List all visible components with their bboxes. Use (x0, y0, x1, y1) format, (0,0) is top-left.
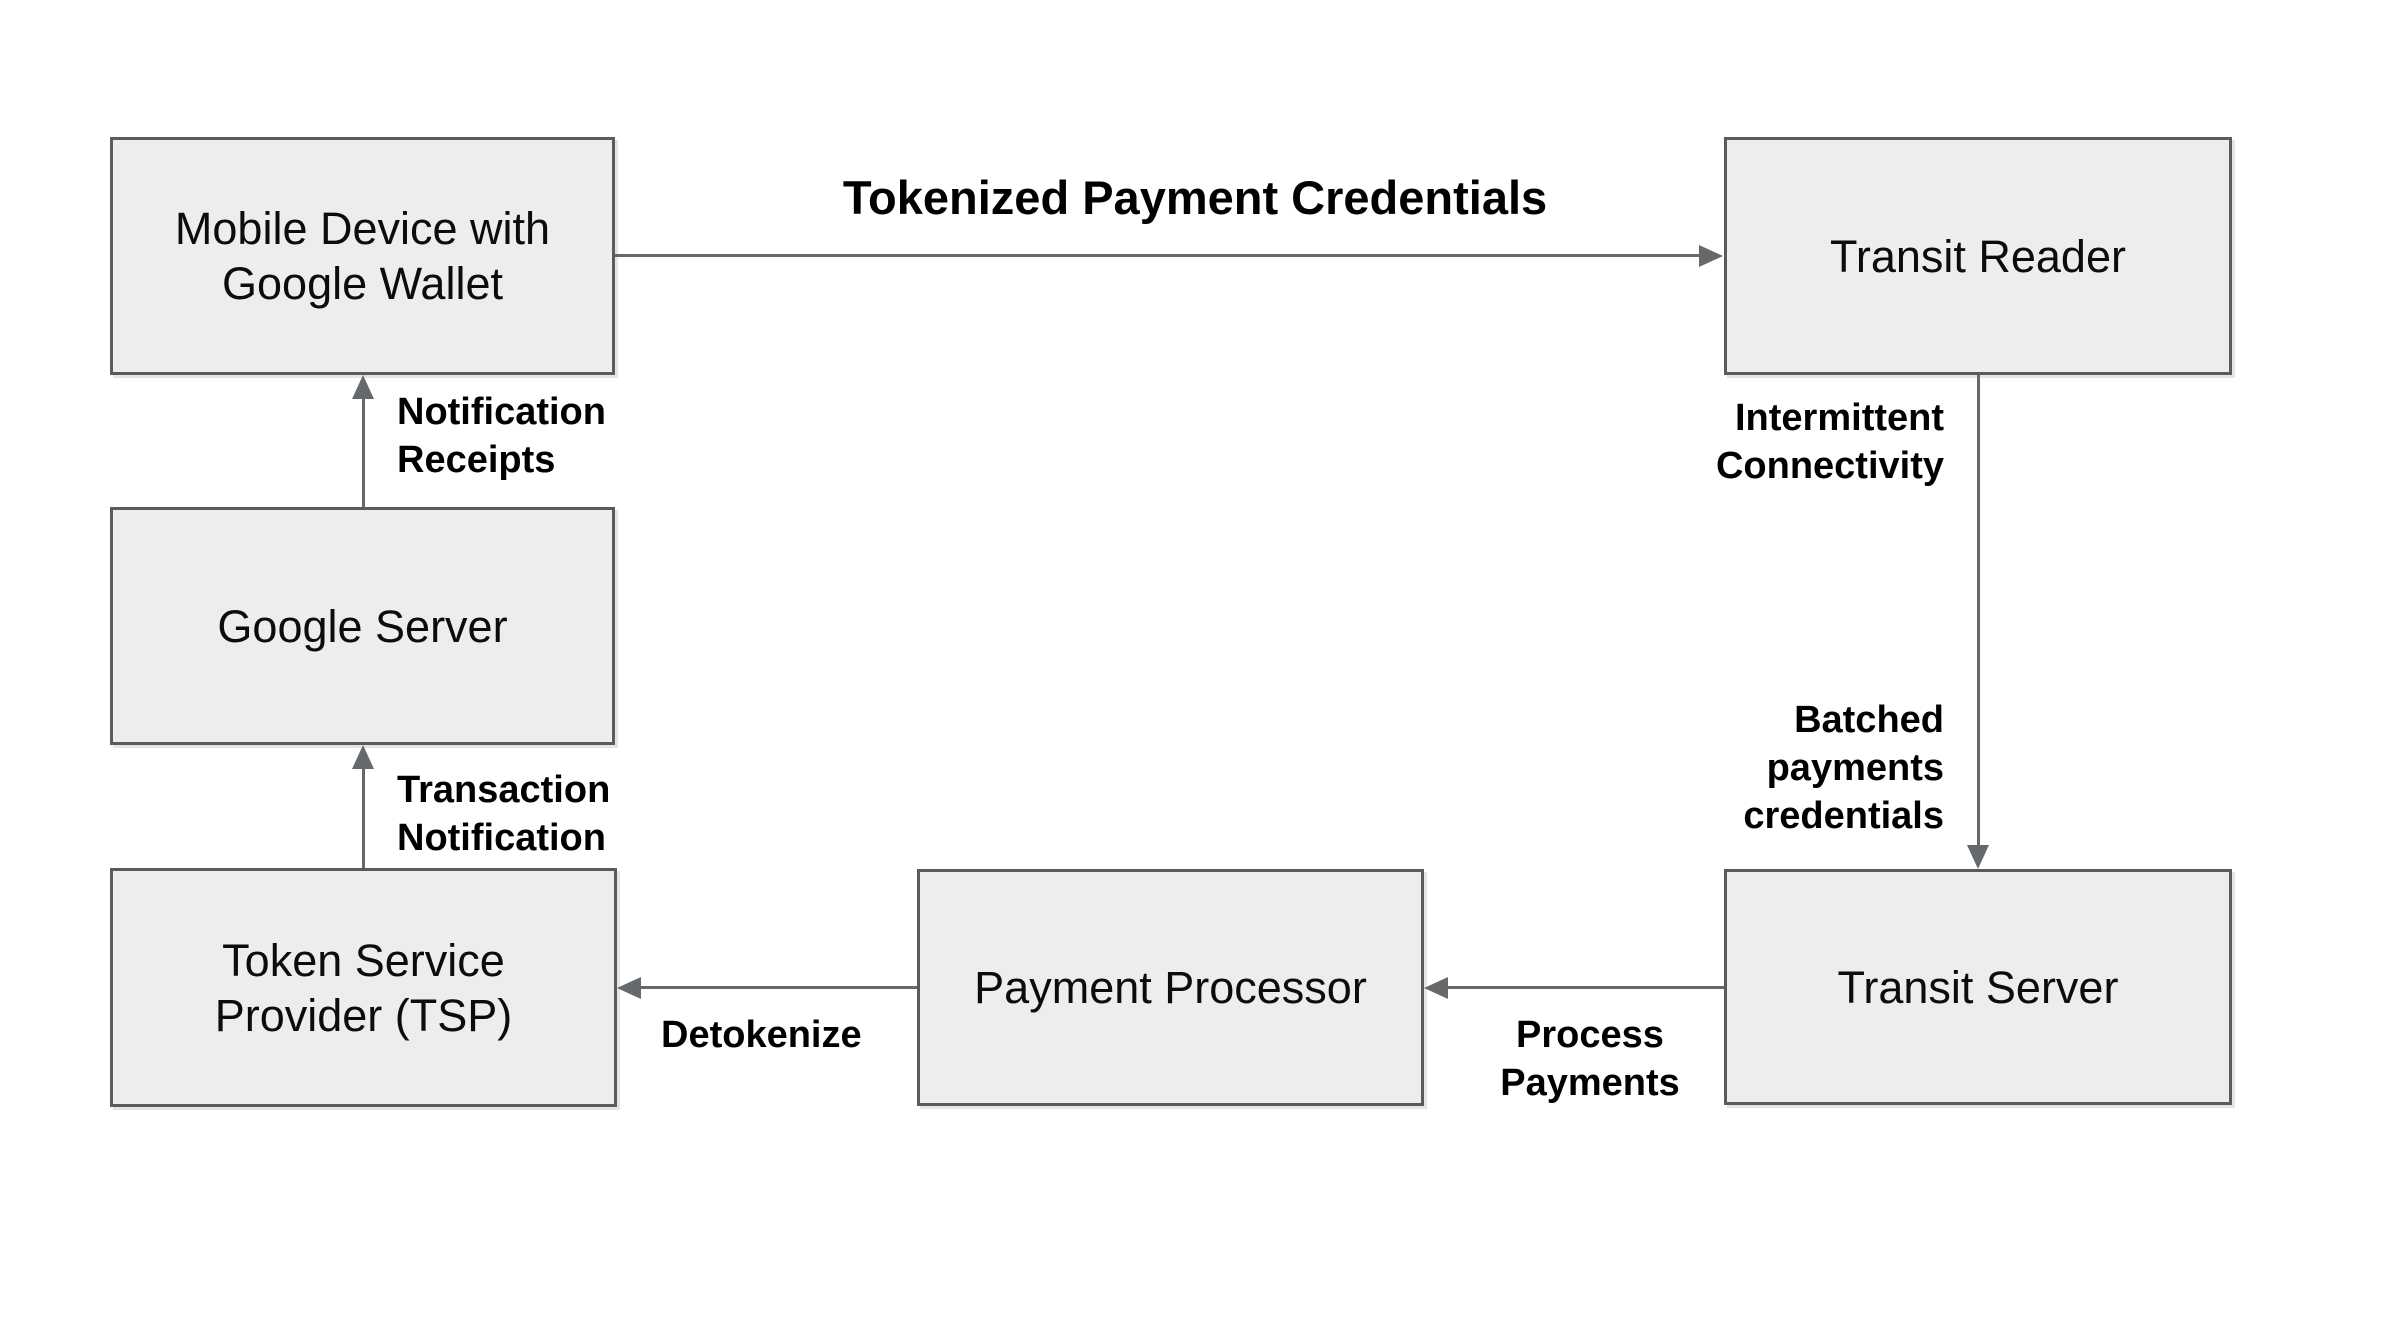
notification-receipts-arrow-line (362, 398, 365, 507)
node-label-line: Google Wallet (222, 258, 503, 309)
edge-label-line: Intermittent (1735, 397, 1944, 439)
node-label-line: Mobile Device with (174, 203, 551, 254)
arrowhead-right-icon (1699, 245, 1723, 267)
edge-label-line: Batched (1794, 699, 1944, 741)
arrowhead-down-icon (1967, 845, 1989, 869)
edge-label-line: Process (1516, 1014, 1664, 1056)
node-label-line: Token Service (222, 934, 505, 986)
edge-label-line: Payments (1500, 1062, 1680, 1104)
edge-label-line: credentials (1743, 795, 1944, 837)
edge-label-line: Notification (397, 391, 606, 433)
arrowhead-left-icon (1424, 977, 1448, 999)
arrowhead-left-icon (617, 977, 641, 999)
detokenize-arrow-line (640, 986, 917, 989)
edge-label-line: Receipts (397, 439, 556, 481)
node-token-service-provider: Token Service Provider (TSP) (110, 868, 617, 1107)
edge-label-batched-payments-credentials: Batched payments credentials (1594, 696, 1944, 840)
edge-label-line: Transaction (397, 769, 611, 811)
edge-label-process-payments: Process Payments (1445, 1011, 1735, 1107)
transaction-notification-arrow-line (362, 768, 365, 868)
edge-label-tokenized-payment-credentials: Tokenized Payment Credentials (842, 171, 1548, 224)
node-google-server: Google Server (110, 507, 615, 745)
edge-label-line: Connectivity (1715, 445, 1944, 487)
node-mobile-device-google-wallet: Mobile Device with Google Wallet (110, 137, 615, 375)
node-payment-processor: Payment Processor (917, 869, 1424, 1106)
arrowhead-up-icon (352, 375, 374, 399)
node-transit-reader: Transit Reader (1724, 137, 2232, 375)
process-payments-arrow-line (1447, 986, 1724, 989)
edge-label-line: payments (1766, 747, 1944, 789)
edge-label-intermittent-connectivity: Intermittent Connectivity (1594, 394, 1944, 490)
node-transit-server: Transit Server (1724, 869, 2232, 1105)
node-label-line: Provider (TSP) (214, 989, 513, 1041)
edge-label-transaction-notification: Transaction Notification (397, 766, 610, 862)
node-label-line: Google Server (217, 600, 508, 652)
edge-label-notification-receipts: Notification Receipts (397, 388, 606, 484)
arrowhead-up-icon (352, 745, 374, 769)
edge-label-detokenize: Detokenize (661, 1014, 862, 1056)
tokenized-arrow-line (615, 254, 1700, 257)
node-label-line: Payment Processor (974, 962, 1367, 1013)
batched-credentials-arrow-line (1977, 375, 1980, 846)
node-label-line: Transit Reader (1830, 230, 2126, 282)
node-label-line: Transit Server (1837, 961, 2119, 1013)
edge-label-line: Notification (397, 817, 606, 859)
